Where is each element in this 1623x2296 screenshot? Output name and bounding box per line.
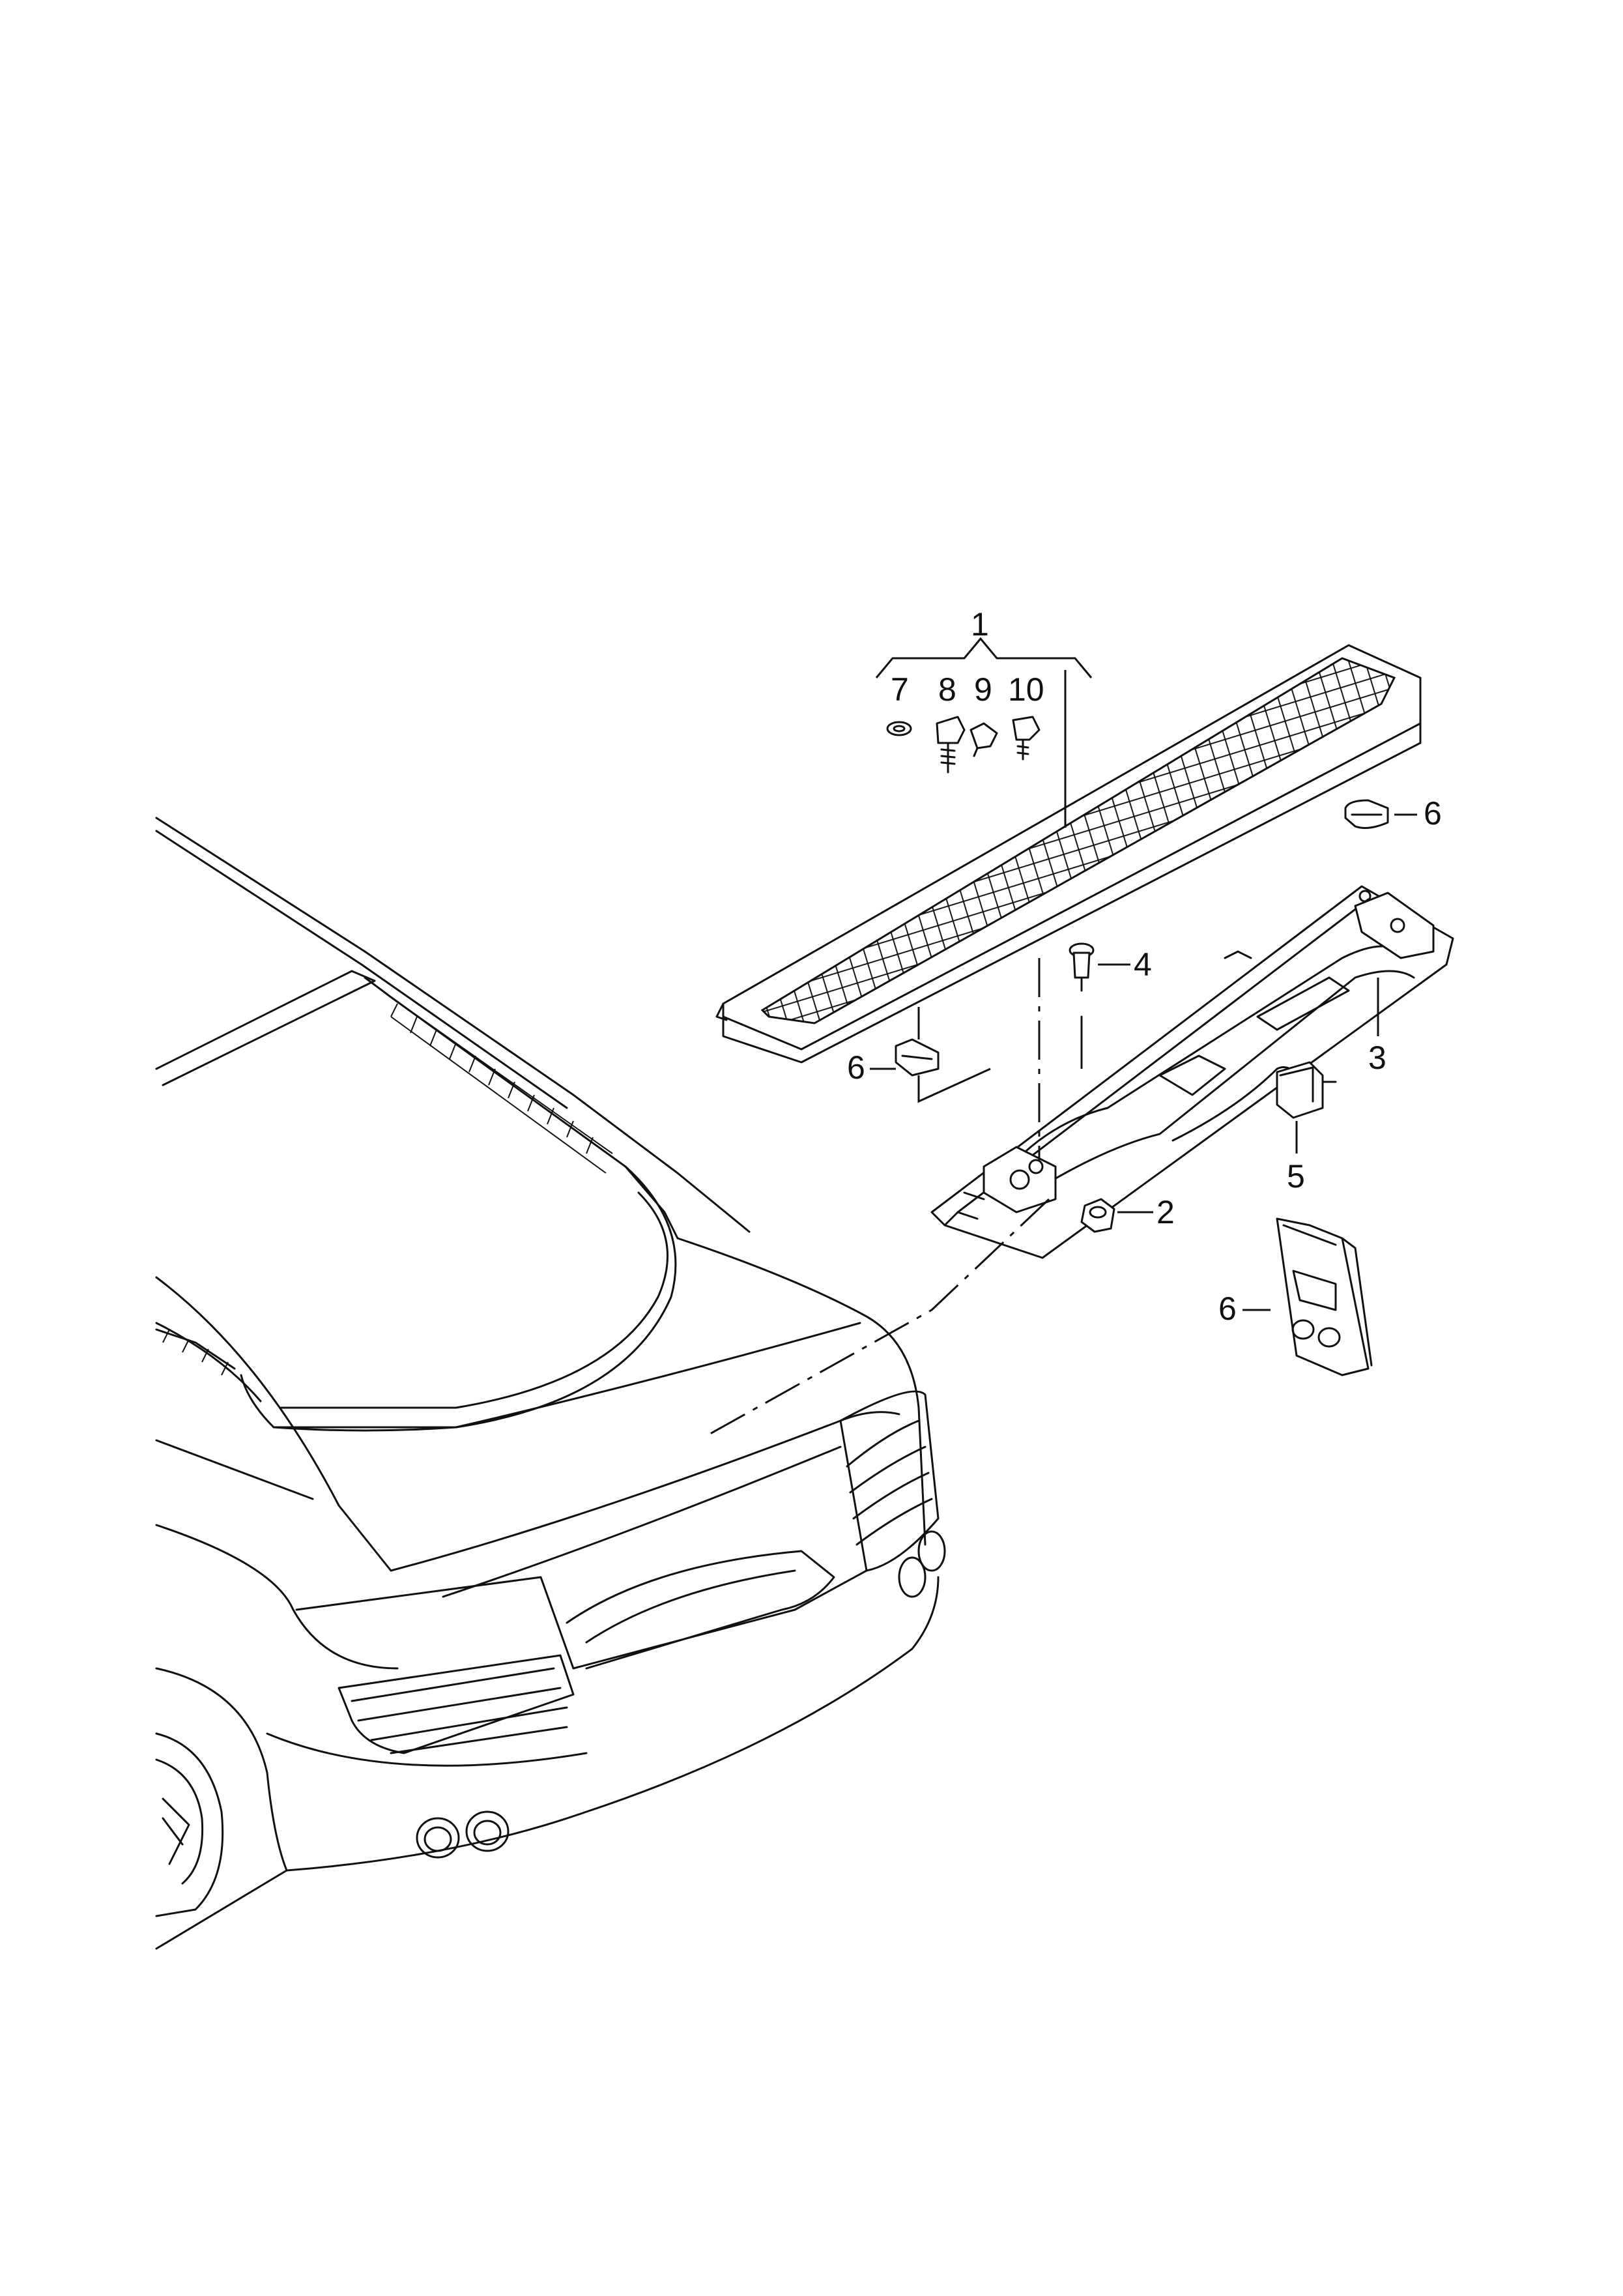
- part-6-pad: [1276, 1217, 1373, 1376]
- part-2-nut: [1080, 1198, 1115, 1233]
- label-part-6-middle: 6: [847, 1049, 865, 1086]
- label-part-8: 8: [938, 671, 956, 708]
- callout-labels: 1 7 8 9 10 6 4 3 6 5 2 6: [847, 606, 1442, 1327]
- part-1-grille-panel: [715, 644, 1422, 1064]
- label-part-5: 5: [1287, 1158, 1305, 1195]
- label-part-6-pad: 6: [1218, 1290, 1237, 1327]
- car-rear-body: [155, 817, 946, 1950]
- part-6-clip-top: [1344, 799, 1389, 829]
- part-4-screw: [1069, 942, 1095, 1044]
- label-part-7: 7: [891, 671, 909, 708]
- label-part-4: 4: [1134, 946, 1152, 983]
- label-part-10: 10: [1008, 671, 1044, 708]
- label-part-2: 2: [1156, 1194, 1175, 1230]
- label-part-1: 1: [971, 606, 989, 643]
- label-part-9: 9: [974, 671, 992, 708]
- part-3-carrier-frame: [930, 885, 1454, 1259]
- fasteners-7-8-9-10: [886, 716, 1041, 774]
- leader-lines: [870, 637, 1417, 1311]
- part-5-switch: [1276, 1061, 1324, 1119]
- label-part-6-top: 6: [1424, 795, 1442, 832]
- part-6-clip-middle: [895, 1038, 940, 1077]
- dash-lines: [710, 958, 1083, 1435]
- label-part-3: 3: [1368, 1039, 1386, 1076]
